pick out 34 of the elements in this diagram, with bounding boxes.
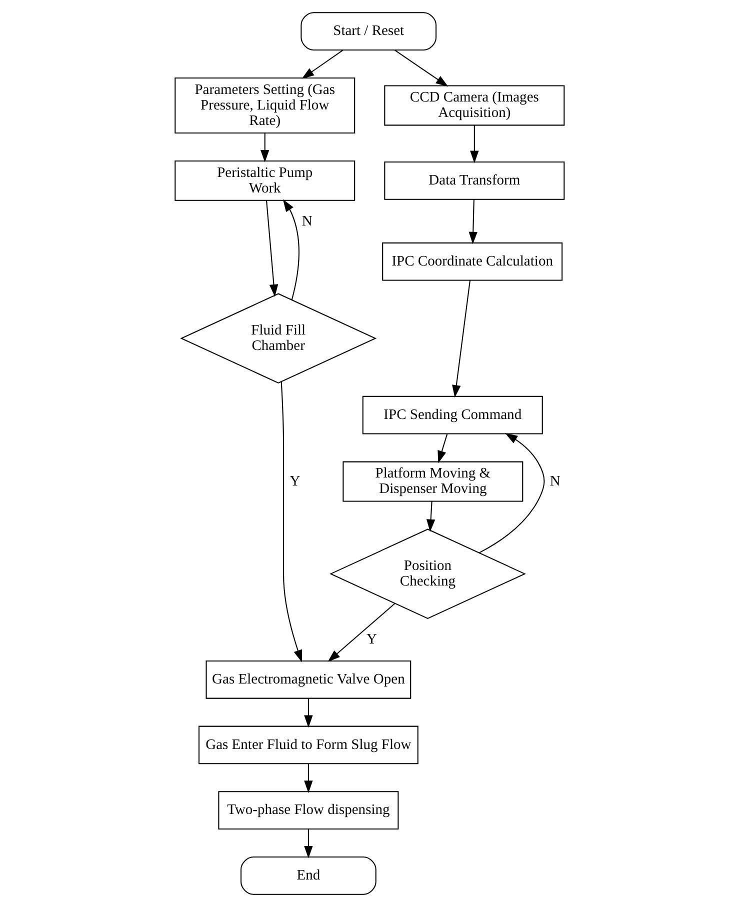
edge-label: Y <box>290 473 300 490</box>
node-box: IPC Sending Command <box>362 396 543 434</box>
arrow <box>282 199 300 300</box>
edge-label: N <box>302 213 312 230</box>
arrow <box>302 50 344 79</box>
arrow <box>266 200 278 297</box>
arrow <box>304 829 313 858</box>
node-box: CCD Camera (Images Acquisition) <box>384 85 565 126</box>
node-box: Gas Electromagnetic Valve Open <box>206 660 412 699</box>
node-box: Data Transform <box>384 162 565 200</box>
node-box: End <box>240 856 376 895</box>
node-box: Gas Enter Fluid to Form Slug Flow <box>198 726 418 764</box>
node-box: Two-phase Flow dispensing <box>218 791 399 830</box>
arrow <box>280 382 302 662</box>
node-box: IPC Coordinate Calculation <box>382 242 563 281</box>
arrow <box>478 433 545 554</box>
arrow <box>394 50 448 87</box>
arrow <box>470 125 479 164</box>
arrow <box>426 501 436 532</box>
arrow <box>438 434 448 464</box>
arrow <box>468 200 478 244</box>
edge-label: N <box>550 473 560 490</box>
node-diamond: Position Checking <box>330 528 526 619</box>
edge-label: Y <box>366 632 376 648</box>
arrow <box>452 280 471 398</box>
node-diamond: Fluid Fill Chamber <box>180 293 377 384</box>
arrow <box>328 603 396 662</box>
arrow <box>304 698 313 728</box>
node-box: Start / Reset <box>300 12 437 50</box>
node-box: Parameters Setting (Gas Pressure, Liquid Flow Rate) <box>174 77 356 134</box>
arrow <box>260 133 270 162</box>
arrow <box>304 764 313 794</box>
node-box: Platform Moving & Dispenser Moving <box>342 461 524 502</box>
node-box: Peristaltic Pump Work <box>174 160 356 201</box>
